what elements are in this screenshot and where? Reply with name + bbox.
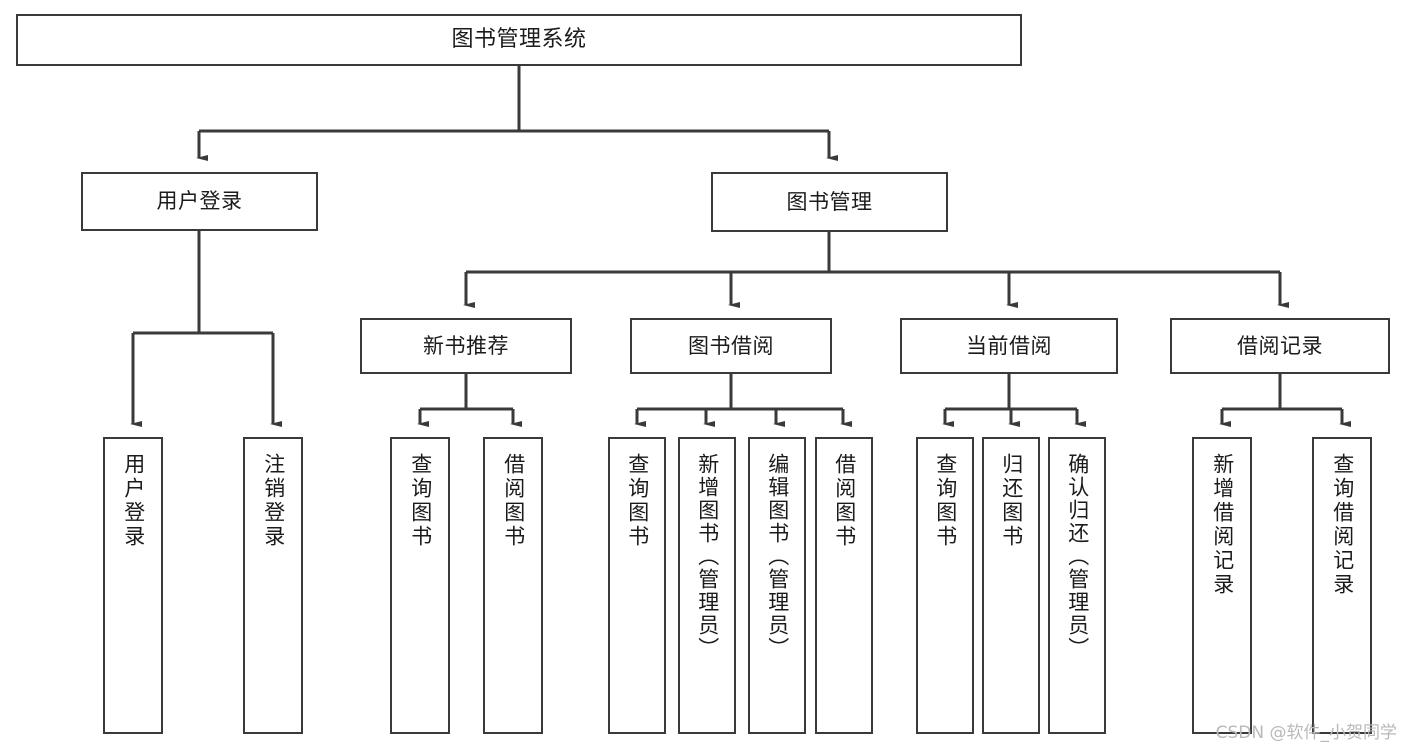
node-label: 查询图书	[625, 453, 650, 549]
leaf-borrow-book-recommend[interactable]: 借阅图书	[483, 437, 543, 734]
node-label: 借阅记录	[1237, 333, 1323, 358]
node-label: 确认归还（管理员）	[1065, 453, 1090, 660]
node-book-borrow[interactable]: 图书借阅	[630, 318, 832, 374]
node-label: 用户登录	[156, 189, 243, 213]
node-label: 新增借阅记录	[1210, 453, 1235, 597]
node-root-system[interactable]: 图书管理系统	[16, 14, 1022, 66]
node-label: 归还图书	[999, 453, 1024, 549]
csdn-watermark: CSDN @软件_小贺同学	[1215, 723, 1397, 743]
node-current-borrow[interactable]: 当前借阅	[900, 318, 1118, 374]
node-label: 查询图书	[408, 453, 433, 549]
node-label: 编辑图书（管理员）	[765, 453, 790, 660]
leaf-return-book[interactable]: 归还图书	[982, 437, 1040, 734]
node-book-management[interactable]: 图书管理	[711, 172, 948, 232]
leaf-borrow-book[interactable]: 借阅图书	[815, 437, 873, 734]
node-label: 借阅图书	[832, 453, 857, 549]
leaf-add-borrow-record[interactable]: 新增借阅记录	[1192, 437, 1252, 734]
node-new-book-recommend[interactable]: 新书推荐	[360, 318, 572, 374]
node-label: 查询图书	[933, 453, 958, 549]
leaf-edit-book-admin[interactable]: 编辑图书（管理员）	[748, 437, 806, 734]
leaf-query-book-current[interactable]: 查询图书	[916, 437, 974, 734]
leaf-logout[interactable]: 注销登录	[243, 437, 303, 734]
node-label: 图书借阅	[688, 333, 774, 358]
node-user-login[interactable]: 用户登录	[81, 172, 318, 231]
node-label: 新书推荐	[423, 333, 509, 358]
node-label: 用户登录	[121, 453, 146, 549]
leaf-query-borrow-record[interactable]: 查询借阅记录	[1312, 437, 1372, 734]
leaf-add-book-admin[interactable]: 新增图书（管理员）	[678, 437, 736, 734]
node-label: 注销登录	[261, 453, 286, 549]
node-borrow-record[interactable]: 借阅记录	[1170, 318, 1390, 374]
node-label: 图书管理系统	[451, 27, 587, 52]
node-label: 新增图书（管理员）	[695, 453, 720, 660]
leaf-query-book-recommend[interactable]: 查询图书	[390, 437, 450, 734]
node-label: 当前借阅	[966, 333, 1052, 358]
node-label: 图书管理	[786, 189, 873, 214]
leaf-user-login[interactable]: 用户登录	[103, 437, 163, 734]
leaf-confirm-return-admin[interactable]: 确认归还（管理员）	[1048, 437, 1106, 734]
leaf-query-book-borrow[interactable]: 查询图书	[608, 437, 666, 734]
node-label: 查询借阅记录	[1330, 453, 1355, 597]
node-label: 借阅图书	[501, 453, 526, 549]
